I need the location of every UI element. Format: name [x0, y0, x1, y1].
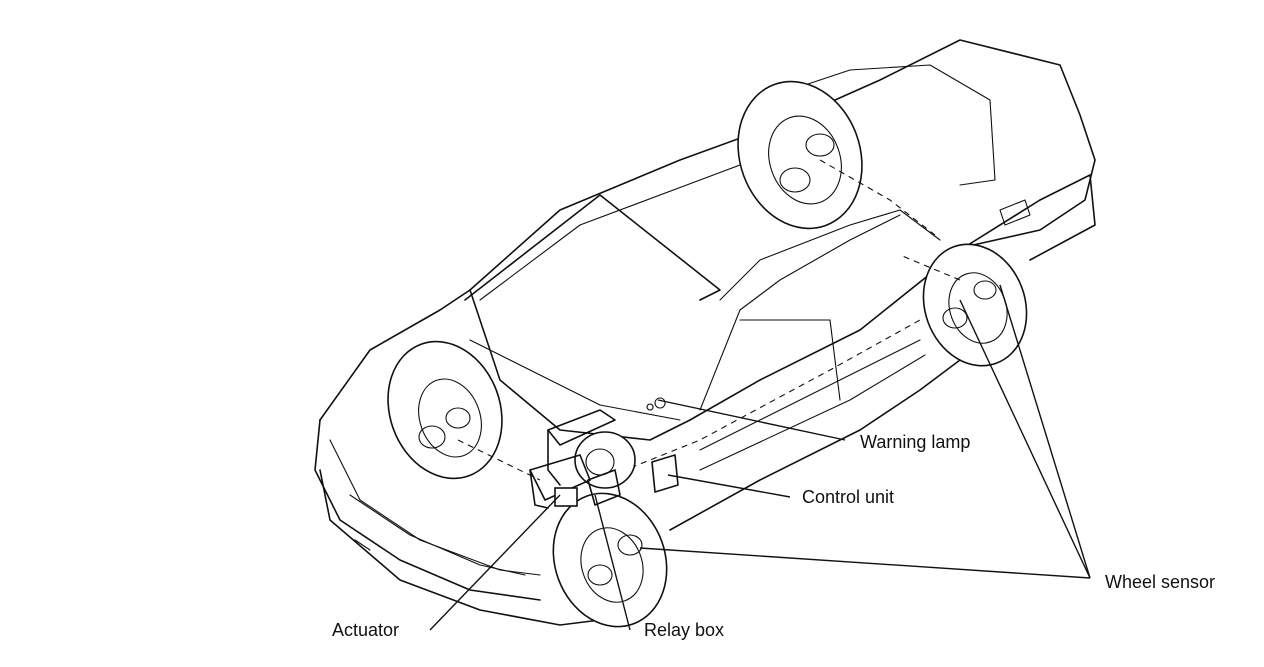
car-body-outline	[314, 39, 1096, 626]
front-left-wheel	[387, 340, 503, 480]
relay-box-leader	[594, 494, 631, 631]
relay-box-label: Relay box	[644, 620, 725, 640]
front-right-wheel	[552, 492, 668, 628]
abs-components	[529, 397, 679, 509]
actuator-leader	[429, 494, 561, 631]
warning-lamp-leader	[657, 399, 846, 441]
sensor-wiring	[457, 159, 961, 481]
leader-lines	[429, 284, 1091, 631]
control-unit-label: Control unit	[802, 487, 895, 507]
wheel-sensor-leader-rear	[959, 299, 1091, 579]
warning-lamp-label: Warning lamp	[860, 432, 971, 452]
wheel-sensor-leader-front	[639, 547, 1091, 579]
wheel-sensor-leader-rear-2	[999, 284, 1091, 579]
rear-right-wheel	[922, 243, 1028, 367]
wheel-sensor-label: Wheel sensor	[1105, 572, 1216, 592]
rear-left-wheel	[737, 80, 863, 230]
control-unit-leader	[667, 474, 791, 498]
actuator-label: Actuator	[332, 620, 400, 640]
